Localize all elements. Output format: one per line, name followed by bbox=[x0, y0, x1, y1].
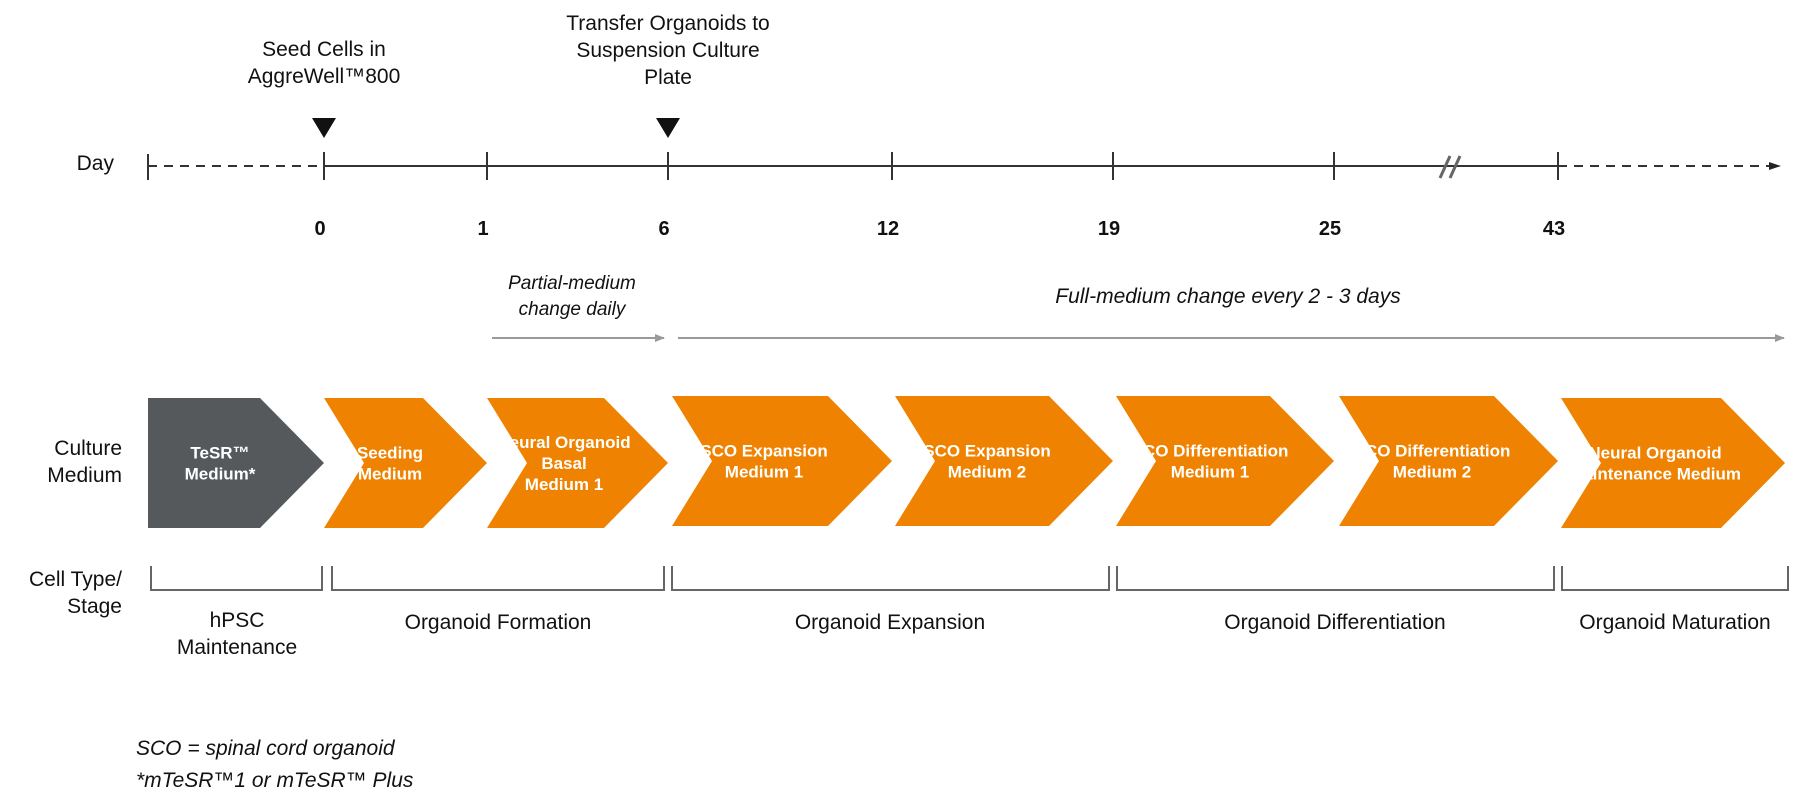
footnotes: SCO = spinal cord organoid *mTeSR™1 or mT… bbox=[136, 737, 414, 792]
day-number: 6 bbox=[658, 218, 669, 240]
medium-label-line: Medium 1 bbox=[725, 463, 803, 482]
row-label-day-line: Day bbox=[77, 152, 115, 175]
event-triangle bbox=[312, 118, 336, 138]
row-label-stage: Cell Type/Stage bbox=[29, 568, 122, 618]
stage-label: hPSC Maintenance bbox=[177, 609, 297, 659]
partial-change-label-line: Partial-medium bbox=[508, 273, 636, 294]
medium-change-arrows: Partial-medium change daily Full-medium ch… bbox=[492, 273, 1785, 342]
stage-bracket bbox=[1561, 566, 1789, 591]
stage-bracket bbox=[150, 566, 323, 591]
cell-stages: hPSC Maintenance Organoid Formation Organoi… bbox=[150, 566, 1789, 659]
row-label-medium-line: Medium bbox=[47, 464, 122, 487]
day-number: 1 bbox=[477, 218, 488, 240]
row-label-stage-line: Cell Type/ bbox=[29, 568, 122, 591]
day-number: 12 bbox=[877, 218, 899, 240]
medium-label-line: SCO Differentiation bbox=[1132, 442, 1289, 461]
medium-label-line: Neural Organoid bbox=[1588, 444, 1721, 463]
medium-chevron bbox=[1561, 398, 1785, 528]
axis-break-mark bbox=[1438, 155, 1462, 179]
full-change-label-line: Full-medium change every 2 - 3 days bbox=[1055, 285, 1401, 308]
timeline: 0 1 6 12 19 25 43 bbox=[147, 152, 1781, 240]
medium-chevron bbox=[1116, 396, 1334, 526]
event-label-line: AggreWell™800 bbox=[248, 65, 401, 88]
event-markers: Seed Cells in AggreWell™800 Transfer Organ… bbox=[248, 12, 770, 138]
medium-label-line: Medium 1 bbox=[1171, 463, 1249, 482]
medium-label-line: Seeding bbox=[357, 444, 423, 463]
day-number: 43 bbox=[1543, 218, 1565, 240]
medium-label-line: Medium 2 bbox=[1393, 463, 1471, 482]
event-label: Seed Cells in AggreWell™800 bbox=[248, 38, 401, 88]
medium-chevron bbox=[1339, 396, 1558, 526]
medium-label-line: Neural Organoid bbox=[497, 433, 630, 452]
medium-label-line: Maintenance Medium bbox=[1569, 465, 1741, 484]
stage-label-line: Organoid Formation bbox=[405, 611, 592, 634]
stage-label-line: Organoid Differentiation bbox=[1224, 611, 1445, 634]
day-number: 19 bbox=[1098, 218, 1120, 240]
medium-label-line: Medium 2 bbox=[948, 463, 1026, 482]
medium-label-line: SCO Differentiation bbox=[1354, 442, 1511, 461]
medium-chevron bbox=[895, 396, 1113, 526]
footnote: *mTeSR™1 or mTeSR™ Plus bbox=[136, 769, 414, 792]
stage-label: Organoid Maturation bbox=[1579, 611, 1770, 634]
row-label-day: Day bbox=[77, 152, 115, 175]
partial-change-label-line: change daily bbox=[519, 299, 627, 320]
event-label-line: Transfer Organoids to bbox=[566, 12, 769, 35]
event-label-line: Plate bbox=[644, 66, 692, 89]
medium-chevron bbox=[324, 398, 487, 528]
medium-label-line: Basal bbox=[541, 454, 586, 473]
full-change-label: Full-medium change every 2 - 3 days bbox=[1055, 285, 1401, 308]
stage-label-line: hPSC bbox=[210, 609, 265, 632]
medium-chevron bbox=[148, 398, 324, 528]
medium-chevron bbox=[487, 398, 668, 528]
stage-label-line: Organoid Expansion bbox=[795, 611, 985, 634]
event-label-line: Seed Cells in bbox=[262, 38, 386, 61]
row-label-medium-line: Culture bbox=[54, 437, 122, 460]
footnote: SCO = spinal cord organoid bbox=[136, 737, 396, 760]
stage-label: Organoid Expansion bbox=[795, 611, 985, 634]
partial-change-label: Partial-medium change daily bbox=[508, 273, 636, 320]
medium-label-line: Medium 1 bbox=[525, 475, 603, 494]
stage-label: Organoid Formation bbox=[405, 611, 592, 634]
stage-label-line: Maintenance bbox=[177, 636, 297, 659]
stage-bracket bbox=[671, 566, 1110, 591]
stage-bracket bbox=[1116, 566, 1555, 591]
medium-label-line: SCO Expansion bbox=[700, 442, 828, 461]
day-number: 25 bbox=[1319, 218, 1341, 240]
medium-label: TeSR™ Medium* bbox=[185, 444, 256, 484]
day-ticks: 0 1 6 12 19 25 43 bbox=[314, 152, 1565, 240]
medium-label-line: TeSR™ bbox=[190, 444, 249, 463]
medium-chevron bbox=[672, 396, 892, 526]
medium-label-line: SCO Expansion bbox=[923, 442, 1051, 461]
event-label-line: Suspension Culture bbox=[576, 39, 759, 62]
stage-bracket bbox=[331, 566, 665, 591]
row-label-stage-line: Stage bbox=[67, 595, 122, 618]
stage-label: Organoid Differentiation bbox=[1224, 611, 1445, 634]
event-triangle bbox=[656, 118, 680, 138]
day-number: 0 bbox=[314, 218, 325, 240]
stage-label-line: Organoid Maturation bbox=[1579, 611, 1770, 634]
medium-label-line: Medium* bbox=[185, 465, 256, 484]
medium-label-line: Medium bbox=[358, 465, 422, 484]
